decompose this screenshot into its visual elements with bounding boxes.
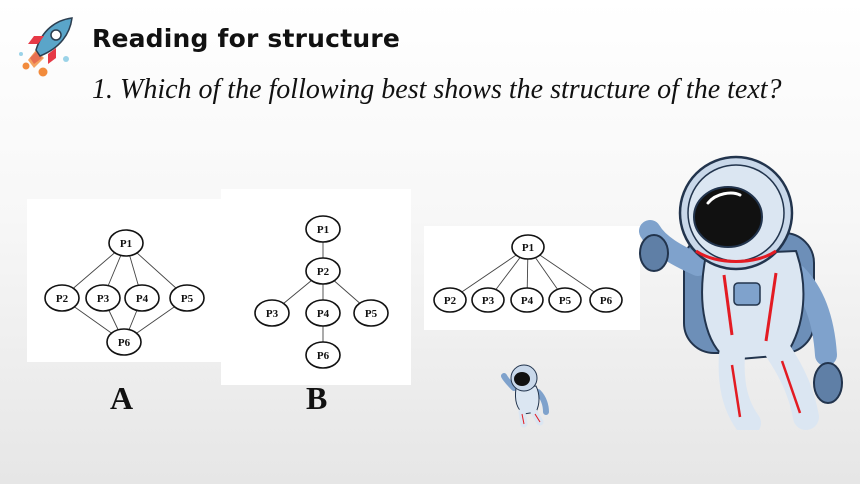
option-label-b: B <box>306 380 328 416</box>
node-p2: P2 <box>44 284 80 312</box>
node-p5: P5 <box>548 287 582 313</box>
svg-text:P5: P5 <box>181 293 194 305</box>
svg-text:P4: P4 <box>521 295 534 307</box>
svg-text:P6: P6 <box>118 337 131 349</box>
svg-text:P4: P4 <box>317 308 330 320</box>
astronaut-illustration-small <box>501 364 549 428</box>
svg-text:P3: P3 <box>482 295 495 307</box>
node-p3: P3 <box>471 287 505 313</box>
astronaut-illustration <box>639 155 843 430</box>
diagram-option-a[interactable]: P1 P2 P3 P4 P5 P6 <box>27 199 223 362</box>
node-p5: P5 <box>353 299 389 327</box>
node-p5: P5 <box>169 284 205 312</box>
svg-text:P4: P4 <box>136 293 149 305</box>
svg-text:P3: P3 <box>97 293 110 305</box>
node-p1: P1 <box>108 229 144 257</box>
diagram-option-b[interactable]: P1 P2 P3 P4 P5 P6 <box>221 189 411 385</box>
node-p6: P6 <box>305 341 341 369</box>
structure-diagram-b: P1 P2 P3 P4 P5 P6 <box>254 215 389 369</box>
node-p4: P4 <box>510 287 544 313</box>
node-p4: P4 <box>124 284 160 312</box>
node-p3: P3 <box>85 284 121 312</box>
diagram-option-c[interactable]: P1 P2 P3 P4 P5 P6 <box>424 226 640 330</box>
svg-text:P3: P3 <box>266 308 279 320</box>
svg-text:P2: P2 <box>56 293 69 305</box>
svg-text:P1: P1 <box>522 242 534 254</box>
node-p6: P6 <box>589 287 623 313</box>
svg-text:P1: P1 <box>317 224 329 236</box>
node-p3: P3 <box>254 299 290 327</box>
node-p2: P2 <box>305 257 341 285</box>
svg-text:P6: P6 <box>317 350 330 362</box>
svg-text:P1: P1 <box>120 238 132 250</box>
node-p4: P4 <box>305 299 341 327</box>
structure-diagram-a: P1 P2 P3 P4 P5 P6 <box>44 229 205 356</box>
structure-diagram-c: P1 P2 P3 P4 P5 P6 <box>433 234 623 313</box>
rocket-icon <box>19 17 73 77</box>
option-label-a: A <box>110 380 134 416</box>
node-p1: P1 <box>511 234 545 260</box>
node-p1: P1 <box>305 215 341 243</box>
svg-text:P2: P2 <box>444 295 457 307</box>
svg-text:P5: P5 <box>365 308 378 320</box>
question-text: 1. Which of the following best shows the… <box>92 74 782 105</box>
svg-text:P2: P2 <box>317 266 330 278</box>
node-p6: P6 <box>106 328 142 356</box>
node-p2: P2 <box>433 287 467 313</box>
svg-text:P5: P5 <box>559 295 572 307</box>
section-title: Reading for structure <box>92 24 401 53</box>
svg-text:P6: P6 <box>600 295 613 307</box>
